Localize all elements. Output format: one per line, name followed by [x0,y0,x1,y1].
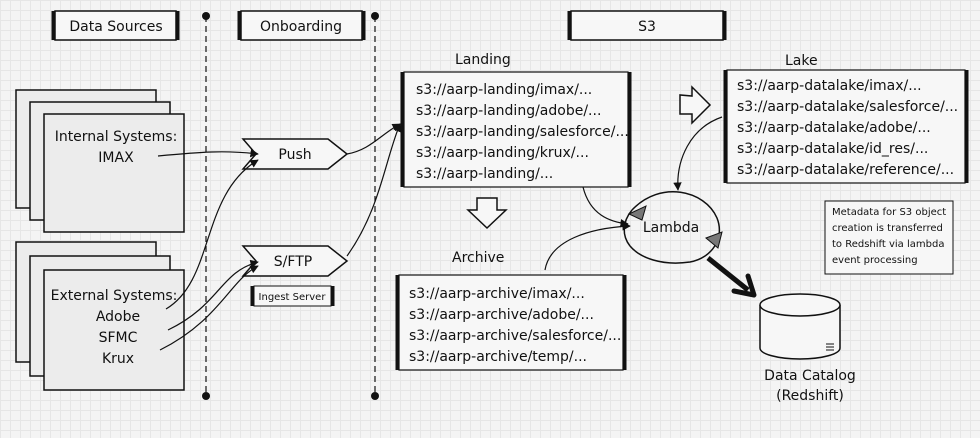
landing-to-lambda-connector [582,186,629,228]
archive-path: s3://aarp-archive/temp/... [409,349,587,365]
header-onboarding: Onboarding [237,10,366,41]
landing-title: Landing [455,52,511,68]
sftp-to-landing-connector [346,123,401,257]
sftp-step: S/FTP [241,245,349,277]
landing-to-lake-arrow-icon [679,85,712,125]
lambda-node: Lambda [623,191,723,264]
push-step: Push [241,138,349,170]
internal-systems-stack: Internal Systems: IMAX [15,89,185,233]
archive-path: s3://aarp-archive/adobe/... [409,307,594,323]
lake-path: s3://aarp-datalake/imax/... [737,78,922,94]
lake-to-lambda-connector [673,116,723,191]
external-systems-stack: External Systems: Adobe SFMC Krux [15,241,185,391]
imax-to-push-connector [157,148,259,158]
landing-path: s3://aarp-landing/... [416,166,553,182]
header-data-sources-label: Data Sources [69,19,162,35]
external-system-adobe: Adobe [96,309,140,325]
note-line: creation is transferred [832,223,943,234]
lambda-label: Lambda [643,220,699,236]
landing-path: s3://aarp-landing/krux/... [416,145,589,161]
push-to-landing-connector [346,123,401,155]
header-s3: S3 [567,10,727,41]
landing-path: s3://aarp-landing/salesforce/... [416,124,629,140]
lake-path: s3://aarp-datalake/reference/... [737,162,954,178]
lake-path: s3://aarp-datalake/adobe/... [737,120,931,136]
sfmc-to-sftp-connector [167,259,259,331]
sftp-label: S/FTP [274,254,312,270]
lake-path: s3://aarp-datalake/id_res/... [737,141,928,157]
archive-title: Archive [452,250,504,266]
landing-bucket-box: s3://aarp-landing/imax/... s3://aarp-lan… [400,71,632,188]
metadata-note: Metadata for S3 object creation is trans… [824,200,954,275]
lane-divider-left [202,12,210,400]
landing-path: s3://aarp-landing/imax/... [416,82,592,98]
lake-title: Lake [785,53,818,69]
note-line: to Redshift via lambda [832,239,944,250]
push-label: Push [278,147,311,163]
external-systems-label: External Systems: [51,288,178,304]
data-catalog-database-icon [759,293,841,360]
archive-bucket-box: s3://aarp-archive/imax/... s3://aarp-arc… [395,274,627,371]
lane-divider-right [371,12,379,400]
adobe-to-push-connector [165,159,259,310]
data-catalog-subtitle: (Redshift) [776,388,844,404]
landing-path: s3://aarp-landing/adobe/... [416,103,601,119]
connectors [157,116,723,351]
header-onboarding-label: Onboarding [260,19,342,35]
data-catalog-title: Data Catalog [764,368,856,384]
header-s3-label: S3 [638,19,656,35]
archive-to-lambda-connector [544,222,631,271]
note-line: event processing [832,255,918,266]
header-data-sources: Data Sources [51,10,180,41]
external-system-krux: Krux [102,351,134,367]
internal-system-imax: IMAX [98,150,134,166]
ingest-server-box: Ingest Server [250,285,335,307]
lambda-to-catalog-arrow-icon [706,256,750,292]
external-system-sfmc: SFMC [99,330,138,346]
internal-systems-label: Internal Systems: [55,129,178,145]
archive-path: s3://aarp-archive/salesforce/... [409,328,621,344]
ingest-server-label: Ingest Server [259,292,327,303]
landing-to-archive-arrow-icon [466,197,508,230]
lake-path: s3://aarp-datalake/salesforce/... [737,99,958,115]
note-line: Metadata for S3 object [832,207,946,218]
lake-bucket-box: s3://aarp-datalake/imax/... s3://aarp-da… [723,69,969,184]
krux-to-sftp-connector [159,265,259,351]
archive-path: s3://aarp-archive/imax/... [409,286,585,302]
